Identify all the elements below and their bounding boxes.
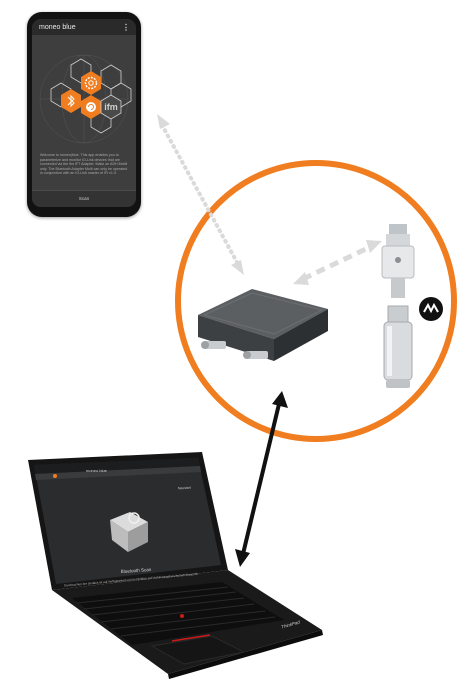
- laptop: [28, 452, 323, 679]
- laptop-tab-label: moneo blue: [86, 468, 107, 473]
- io-link-wireless-icon: [419, 297, 443, 321]
- phone-screen: moneo blue ⋮: [32, 19, 136, 207]
- smartphone: moneo blue ⋮: [27, 12, 141, 217]
- more-vert-icon[interactable]: ⋮: [122, 23, 130, 32]
- bluetooth-icon: [67, 94, 75, 108]
- refresh-icon: [86, 102, 96, 112]
- welcome-text: Welcome to moneo|blue. This app enables …: [40, 153, 128, 176]
- highlight-circle: [175, 160, 457, 442]
- usb-link-arrow: [241, 403, 281, 555]
- bluetooth-adapter: [198, 289, 328, 361]
- phone-notch: [63, 12, 95, 18]
- bluetooth-link-arrow: [160, 123, 241, 268]
- ifm-logo: ifm: [104, 102, 118, 112]
- app-title: moneo blue: [39, 24, 76, 31]
- sensor-link-arrow: [301, 243, 374, 282]
- app-bar: moneo blue: [32, 19, 136, 35]
- laptop-restart-button[interactable]: Neustart: [177, 485, 191, 491]
- hexagon-graphic: ifm: [39, 54, 132, 144]
- svg-text:ifm: ifm: [104, 102, 118, 112]
- vibration-sensor: [381, 224, 415, 388]
- gear-icon: [84, 76, 98, 90]
- scan-button[interactable]: Scan: [32, 190, 136, 207]
